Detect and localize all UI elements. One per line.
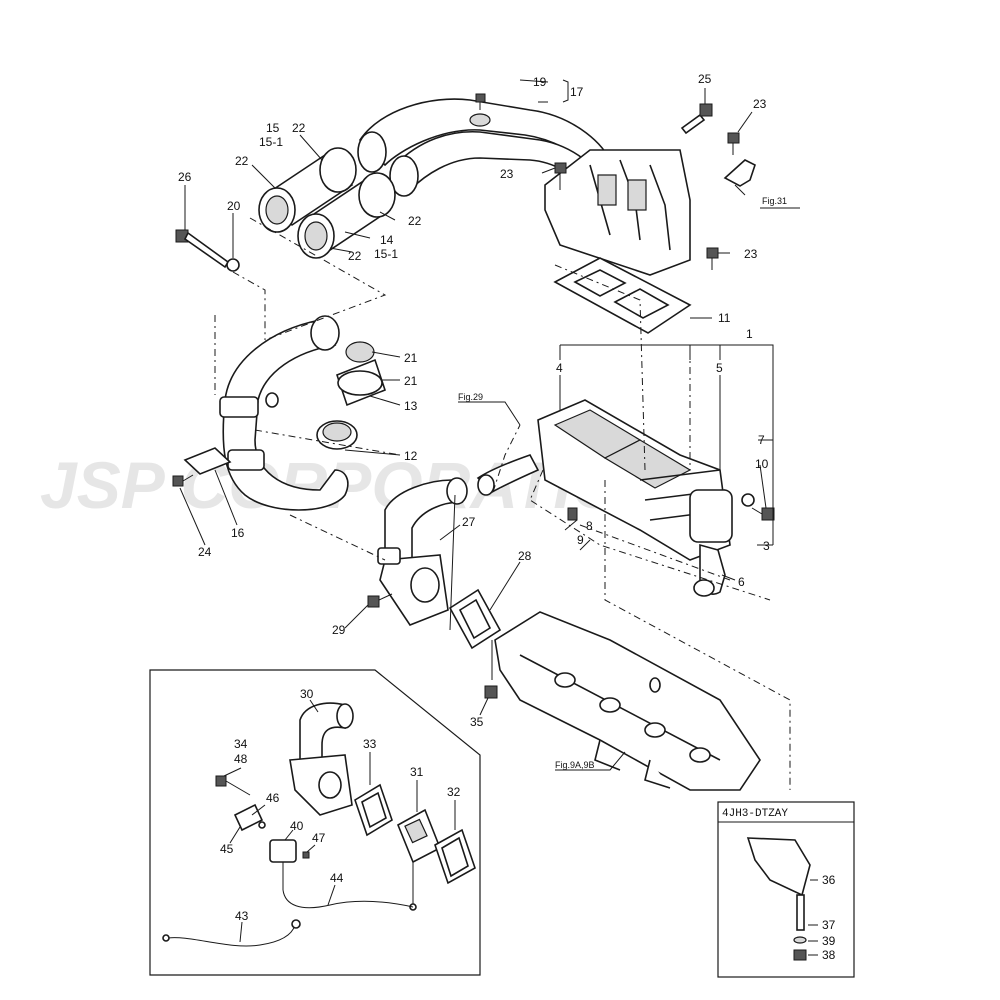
callout-16: 16 <box>231 526 245 540</box>
bolt-25 <box>680 103 713 135</box>
manifold <box>494 611 761 791</box>
inset-leaders <box>223 699 456 943</box>
callout-29: 29 <box>332 623 346 637</box>
bolt-10 <box>751 507 775 521</box>
callout-14: 14 <box>380 233 394 247</box>
gasket-16 <box>183 447 232 475</box>
leader-lines <box>214 217 791 790</box>
bracket <box>723 159 756 187</box>
inset-detail-box <box>149 669 481 976</box>
callout-6: 6 <box>738 575 745 589</box>
fig-ref-29: Fig.29 <box>458 392 483 402</box>
pipe-boss <box>469 113 491 127</box>
callout-22a: 22 <box>292 121 306 135</box>
callout-47: 47 <box>312 831 326 845</box>
callout-8: 8 <box>586 519 593 533</box>
callout-24: 24 <box>198 545 212 559</box>
bolt-26 <box>175 229 230 269</box>
callout-22b: 22 <box>235 154 249 168</box>
callout-15: 15 <box>266 121 280 135</box>
hose-15 <box>258 147 357 233</box>
callout-27: 27 <box>462 515 476 529</box>
callout-33: 33 <box>363 737 377 751</box>
bolt-24 <box>172 474 194 487</box>
callout-31: 31 <box>410 765 424 779</box>
hose-14 <box>297 172 396 259</box>
bolt-29 <box>367 593 393 608</box>
callout-35: 35 <box>470 715 484 729</box>
callout-12: 12 <box>404 449 418 463</box>
callout-19: 19 <box>533 75 547 89</box>
callout-13: 13 <box>404 399 418 413</box>
callout-25: 25 <box>698 72 712 86</box>
callout-23b: 23 <box>500 167 514 181</box>
nut-35 <box>484 685 498 699</box>
callout-44: 44 <box>330 871 344 885</box>
callout-43: 43 <box>235 909 249 923</box>
gasket-11 <box>553 257 692 334</box>
callout-22c: 22 <box>408 214 422 228</box>
callout-20: 20 <box>227 199 241 213</box>
callout-5: 5 <box>716 361 723 375</box>
washer-20 <box>226 258 240 272</box>
callout-21b: 21 <box>404 374 418 388</box>
elbow-pipe-12 <box>219 315 349 511</box>
callout-7: 7 <box>758 433 765 447</box>
variant-box-label: 4JH3-DTZAY <box>722 808 788 820</box>
callout-23a: 23 <box>753 97 767 111</box>
callout-46: 46 <box>266 791 280 805</box>
callout-1: 1 <box>746 327 753 341</box>
fig-ref-9: Fig.9A,9B <box>555 760 595 770</box>
intake-pipe-17 <box>357 98 691 276</box>
gasket-28 <box>448 588 502 650</box>
callout-22d: 22 <box>348 249 362 263</box>
callout-40: 40 <box>290 819 304 833</box>
callout-15-sub: 15-1 <box>259 135 283 149</box>
callout-26: 26 <box>178 170 192 184</box>
callout-11: 11 <box>718 311 731 325</box>
callout-21a: 21 <box>404 351 418 365</box>
callout-34: 34 <box>234 737 248 751</box>
hose-13 <box>316 420 358 450</box>
callout-32: 32 <box>447 785 461 799</box>
callout-leaders <box>179 79 800 771</box>
callout-48: 48 <box>234 752 248 766</box>
callout-9: 9 <box>577 533 584 547</box>
washer-7 <box>741 493 755 507</box>
callout-4: 4 <box>556 361 563 375</box>
hose-joint-21 <box>336 341 386 407</box>
variant-box <box>717 801 855 978</box>
callout-14-sub: 15-1 <box>374 247 398 261</box>
intercooler-1 <box>476 399 733 597</box>
bolt-23-low <box>706 247 719 270</box>
callout-labels: 1 3 4 5 6 7 8 9 10 11 12 13 14 15-1 15 1… <box>178 72 836 962</box>
callout-3: 3 <box>763 539 770 553</box>
fig-ref-31: Fig.31 <box>762 196 787 206</box>
callout-28: 28 <box>518 549 532 563</box>
callout-45: 45 <box>220 842 234 856</box>
bolt-23-top <box>727 132 740 155</box>
callout-23c: 23 <box>744 247 758 261</box>
callout-10: 10 <box>755 457 769 471</box>
elbow-27 <box>377 477 468 626</box>
drain-plug-8 <box>567 507 578 521</box>
callout-38: 38 <box>822 948 836 962</box>
callout-37: 37 <box>822 918 836 932</box>
bolt-19 <box>475 93 486 110</box>
callout-39: 39 <box>822 934 836 948</box>
callout-36: 36 <box>822 873 836 887</box>
callout-30: 30 <box>300 687 314 701</box>
callout-17: 17 <box>570 85 584 99</box>
